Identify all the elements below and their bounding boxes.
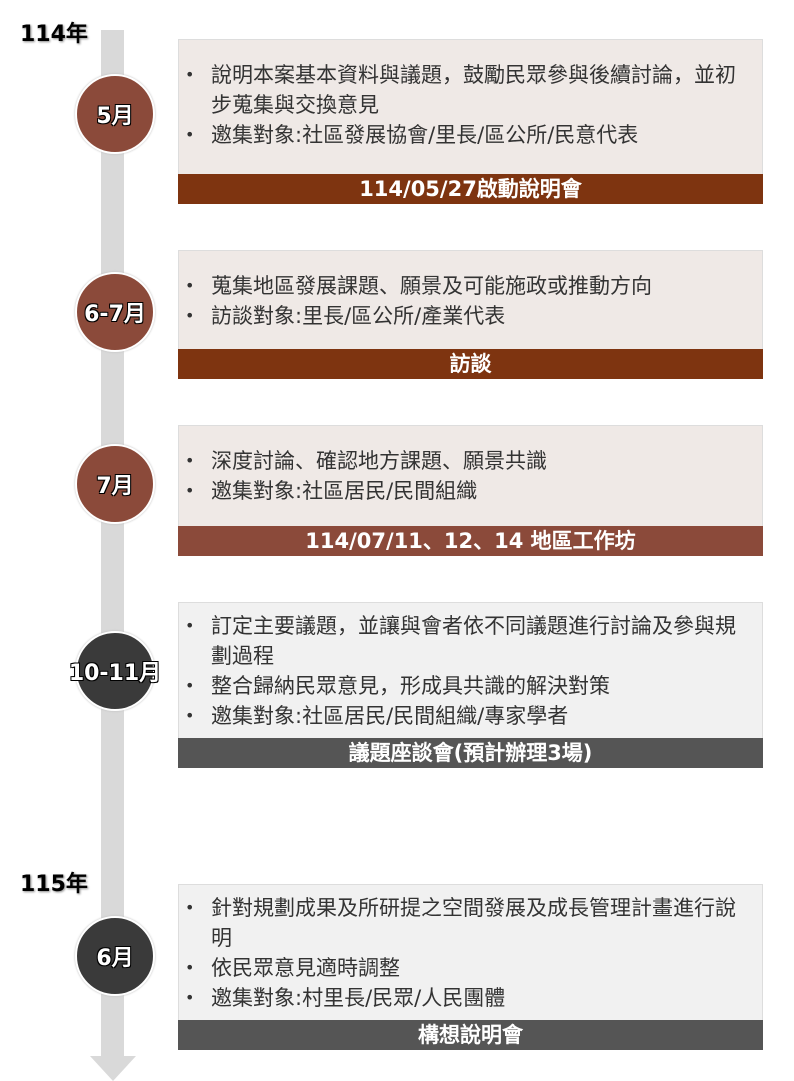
stage-card: 深度討論、確認地方課題、願景共識邀集對象:社區居民/民間組織 114/07/11… [178,425,763,556]
bullet-item: 深度討論、確認地方課題、願景共識 [185,446,752,476]
bullet-item: 針對規劃成果及所研提之空間發展及成長管理計畫進行說明 [185,893,752,953]
bullet-item: 邀集對象:社區居民/民間組織/專家學者 [185,701,752,731]
bullet-item: 整合歸納民眾意見，形成具共識的解決對策 [185,671,752,701]
timeline-arrow-icon [90,1056,136,1081]
bullet-item: 邀集對象:社區居民/民間組織 [185,476,752,506]
year-label-114: 114年 [20,22,88,47]
month-marker: 6月 [75,916,155,996]
bullet-item: 蒐集地區發展課題、願景及可能施政或推動方向 [185,271,752,301]
event-bar: 構想說明會 [178,1020,763,1050]
event-bar: 議題座談會(預計辦理3場) [178,738,763,768]
bullet-item: 邀集對象:村里長/民眾/人民團體 [185,983,752,1013]
bullet-item: 說明本案基本資料與議題，鼓勵民眾參與後續討論，並初步蒐集與交換意見 [185,60,752,120]
timeline-axis [101,30,124,1060]
stage-card: 訂定主要議題，並讓與會者依不同議題進行討論及參與規劃過程整合歸納民眾意見，形成具… [178,602,763,768]
bullet-item: 邀集對象:社區發展協會/里長/區公所/民意代表 [185,120,752,150]
month-marker: 7月 [75,444,155,524]
event-bar: 114/07/11、12、14 地區工作坊 [178,526,763,556]
event-bar: 訪談 [178,349,763,379]
bullet-item: 訂定主要議題，並讓與會者依不同議題進行討論及參與規劃過程 [185,611,752,671]
stage-card: 說明本案基本資料與議題，鼓勵民眾參與後續討論，並初步蒐集與交換意見邀集對象:社區… [178,39,763,204]
bullet-item: 訪談對象:里長/區公所/產業代表 [185,301,752,331]
stage-card: 蒐集地區發展課題、願景及可能施政或推動方向訪談對象:里長/區公所/產業代表 訪談 [178,250,763,379]
month-marker: 10-11月 [69,631,161,711]
bullet-item: 依民眾意見適時調整 [185,953,752,983]
month-marker: 6-7月 [75,272,155,352]
event-bar: 114/05/27啟動說明會 [178,174,763,204]
month-marker: 5月 [75,74,155,154]
year-label-115: 115年 [20,872,88,897]
stage-card: 針對規劃成果及所研提之空間發展及成長管理計畫進行說明依民眾意見適時調整邀集對象:… [178,884,763,1050]
